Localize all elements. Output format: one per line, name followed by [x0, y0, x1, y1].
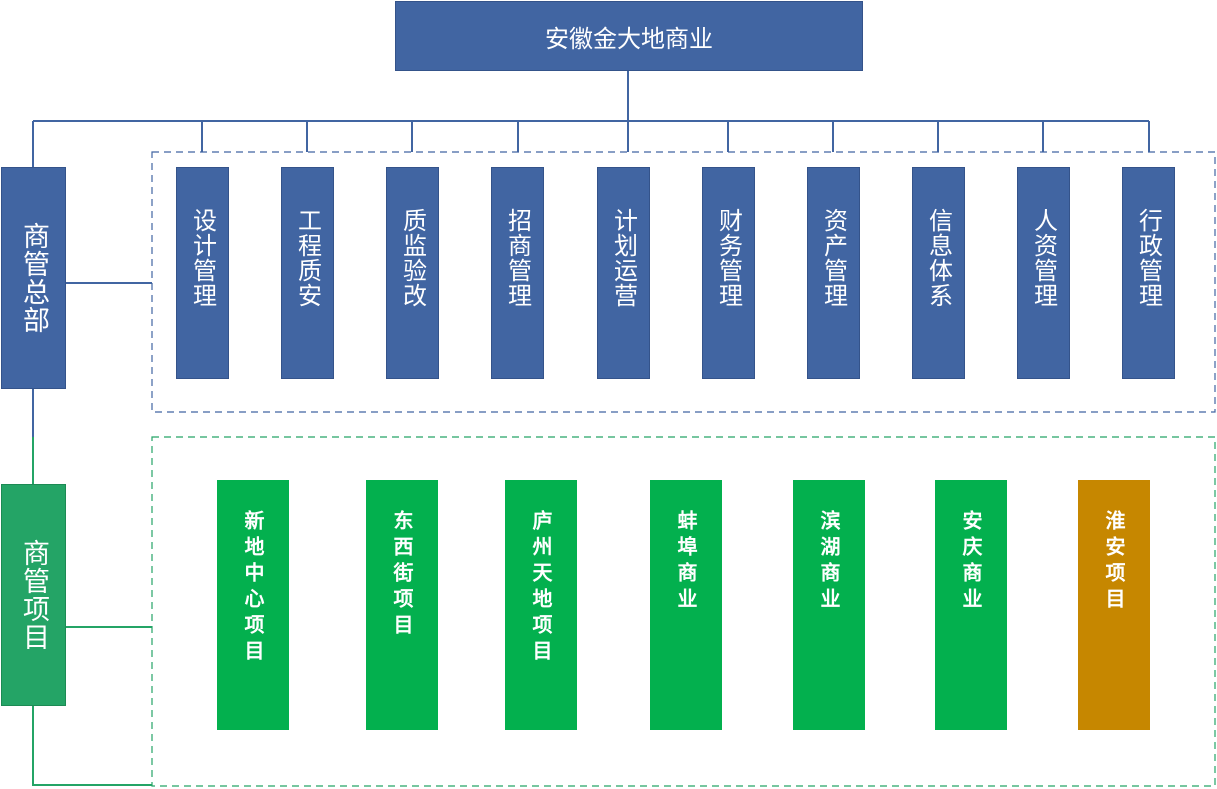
project-label: 新地中心项目	[241, 510, 265, 666]
project-label: 东西街项目	[390, 510, 414, 640]
dept-label: 信息体系	[924, 208, 953, 308]
hq-label: 商管总部	[18, 222, 49, 334]
project-node: 庐州天地项目	[505, 480, 577, 730]
dept-label: 设计管理	[188, 208, 217, 308]
project-label: 庐州天地项目	[529, 510, 553, 666]
dept-label: 工程质安	[293, 208, 322, 308]
dept-label: 计划运营	[609, 208, 638, 308]
project-label: 淮安项目	[1102, 510, 1126, 614]
dept-node: 招商管理	[491, 167, 544, 379]
hq-node: 商管总部	[1, 167, 66, 389]
dept-label: 质监验改	[398, 208, 427, 308]
dept-label: 人资管理	[1029, 208, 1058, 308]
proj-bottom-link	[32, 706, 152, 786]
dept-node: 财务管理	[702, 167, 755, 379]
projects-node: 商管项目	[1, 484, 66, 706]
dept-node: 人资管理	[1017, 167, 1070, 379]
project-node: 新地中心项目	[217, 480, 289, 730]
project-node: 蚌埠商业	[650, 480, 722, 730]
dept-node: 工程质安	[281, 167, 334, 379]
projects-label: 商管项目	[18, 539, 49, 651]
root-label: 安徽金大地商业	[545, 24, 713, 53]
department-group-frame	[151, 151, 1216, 413]
project-node: 东西街项目	[366, 480, 438, 730]
dept-node: 行政管理	[1122, 167, 1175, 379]
project-label: 滨湖商业	[817, 510, 841, 614]
dept-node: 设计管理	[176, 167, 229, 379]
project-group-frame	[151, 436, 1216, 787]
dept-label: 招商管理	[503, 208, 532, 308]
project-node: 滨湖商业	[793, 480, 865, 730]
dept-label: 行政管理	[1134, 208, 1163, 308]
dept-node: 信息体系	[912, 167, 965, 379]
dept-label: 财务管理	[714, 208, 743, 308]
project-node: 淮安项目	[1078, 480, 1150, 730]
dept-node: 资产管理	[807, 167, 860, 379]
root-node: 安徽金大地商业	[395, 1, 863, 71]
project-label: 蚌埠商业	[674, 510, 698, 614]
project-node: 安庆商业	[935, 480, 1007, 730]
dept-node: 质监验改	[386, 167, 439, 379]
dept-node: 计划运营	[597, 167, 650, 379]
dept-label: 资产管理	[819, 208, 848, 308]
project-label: 安庆商业	[959, 510, 983, 614]
